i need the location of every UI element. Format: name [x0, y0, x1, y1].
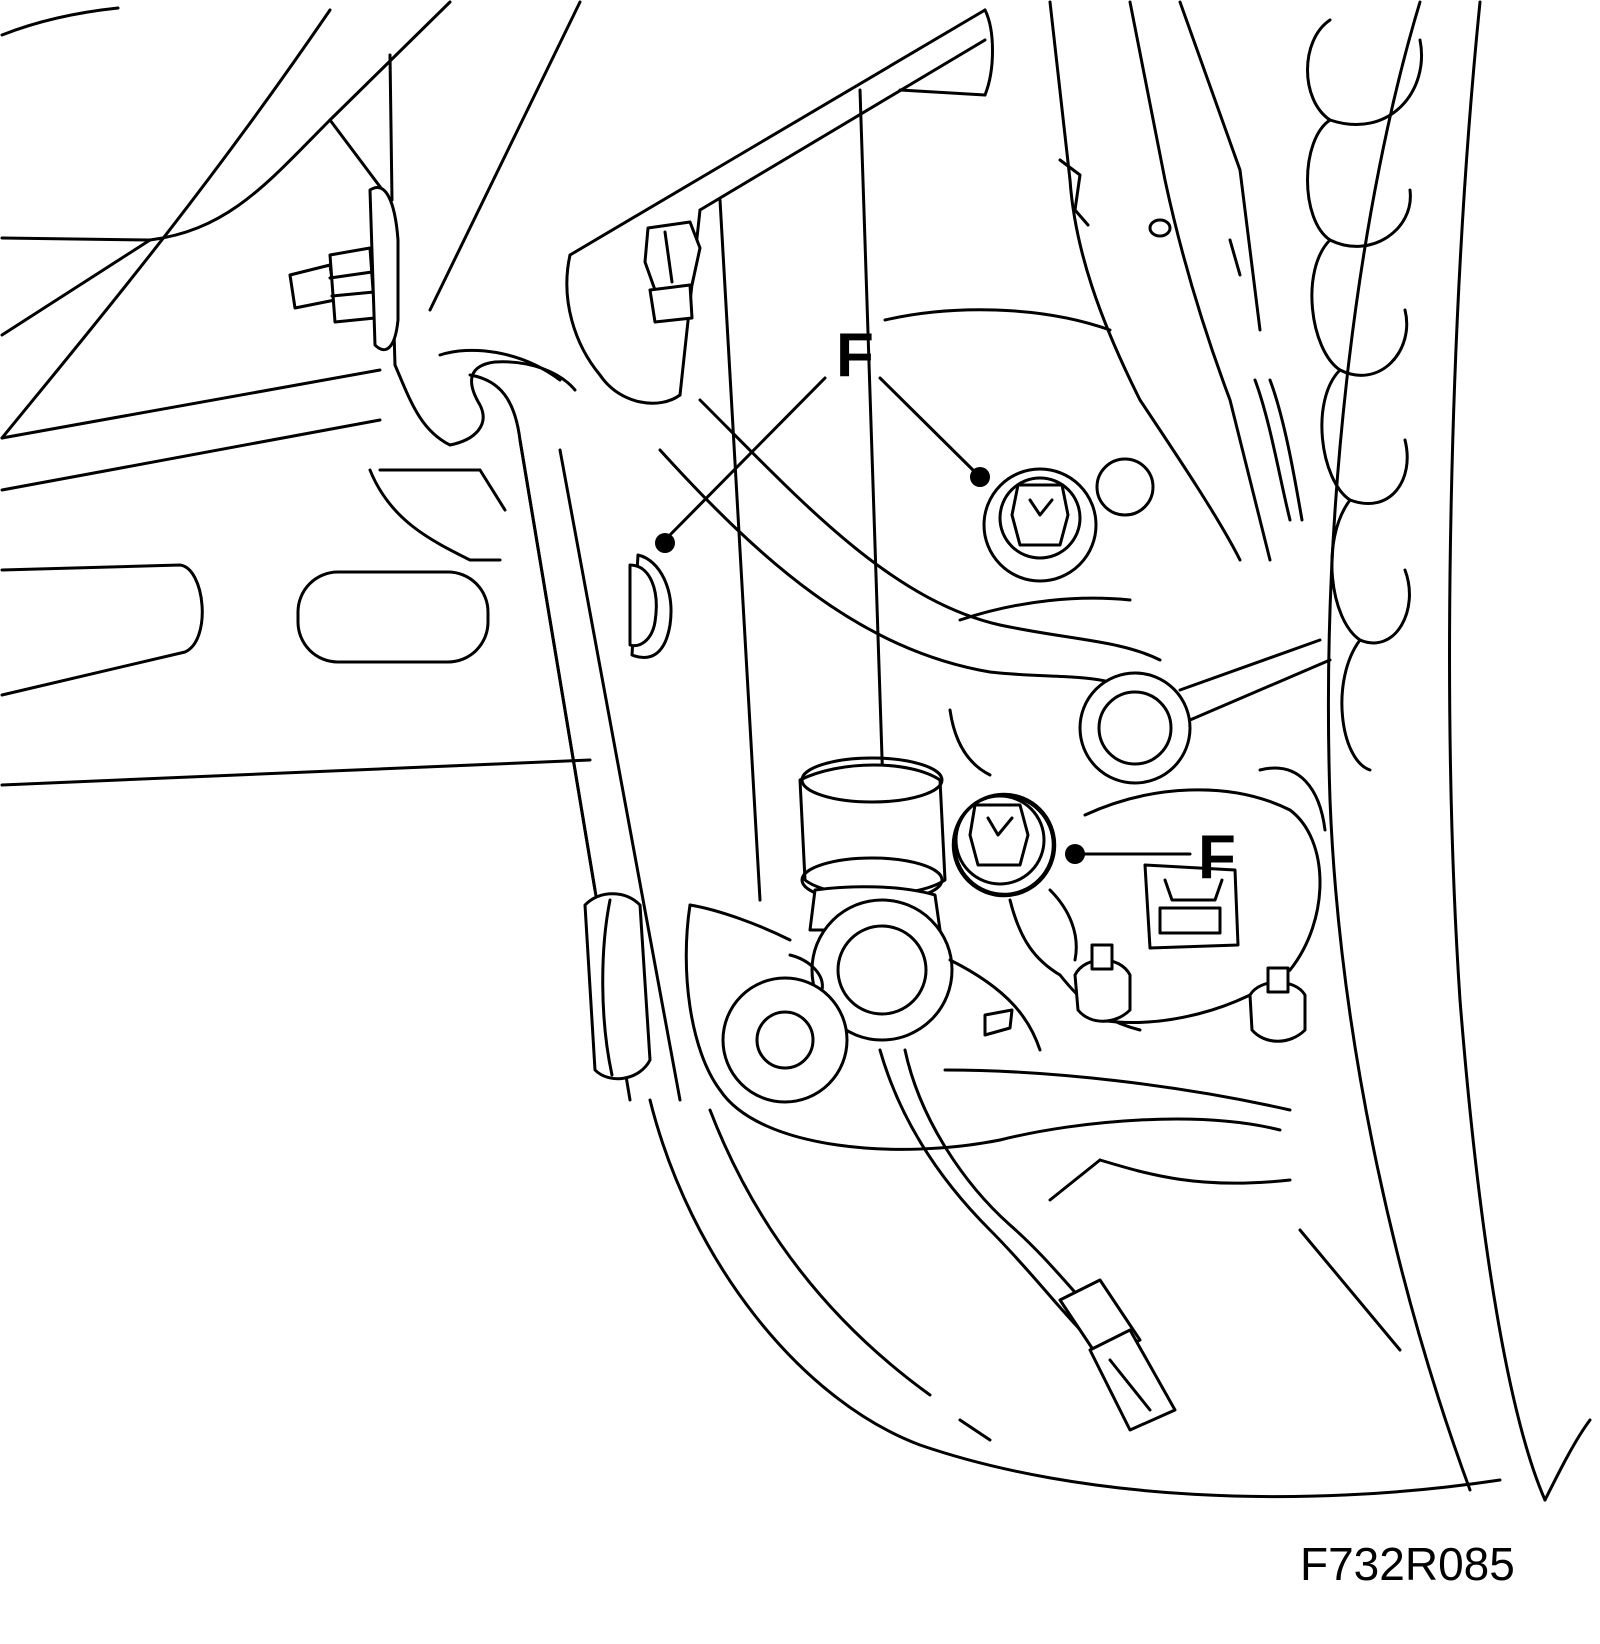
brake-shield — [648, 1098, 1502, 1499]
abs-cable — [878, 1008, 1177, 1432]
upper-flange-bolt — [982, 457, 1155, 583]
knuckle — [684, 888, 1292, 1151]
sensor-connector — [1143, 863, 1240, 950]
coil-spring — [1306, 18, 1423, 772]
wheel-carrier — [883, 308, 1327, 1024]
ball-joint — [721, 756, 954, 1104]
callout-dot-right — [1065, 844, 1085, 864]
shock-absorber — [1048, 0, 1304, 562]
knuckle-studs — [1073, 943, 1307, 1043]
callout-dot-left — [655, 533, 675, 553]
drop-link — [468, 373, 682, 1102]
leader-line-upper — [878, 376, 980, 477]
link-bolt-left — [628, 553, 673, 659]
subframe-upper — [0, 0, 582, 440]
subframe-bracket — [393, 348, 577, 447]
callout-label-right: F — [1198, 823, 1236, 892]
arm-slot — [296, 570, 490, 664]
anti-roll-bar — [658, 398, 1332, 785]
threaded-stud — [288, 186, 400, 352]
tire-edge — [1326, 0, 1592, 1502]
top-bolt — [643, 220, 702, 324]
figure-id: F732R085 — [1300, 1538, 1515, 1590]
lateral-arm — [0, 368, 592, 787]
lower-flange-bolt — [951, 792, 1057, 898]
callout-dot-upper — [970, 467, 990, 487]
callout-label-top: F — [836, 321, 874, 390]
callout-leaders — [655, 376, 1192, 864]
leader-line-left — [663, 376, 827, 542]
